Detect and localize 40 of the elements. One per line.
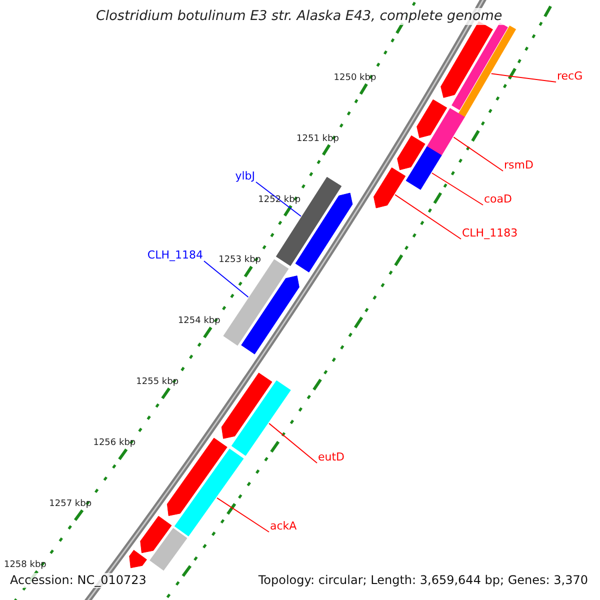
gene-label: rsmD: [504, 160, 534, 170]
gene-feature: [140, 516, 172, 554]
tick-label: 1258 kbp: [4, 560, 46, 570]
gene-feature: [416, 99, 448, 138]
gene-feature: [452, 22, 508, 110]
leader-line: [216, 497, 270, 532]
gene-feature: [129, 550, 147, 568]
gene-feature: [166, 438, 228, 516]
gene-label: ackA: [270, 520, 297, 532]
gene-label: ylbJ: [235, 170, 255, 182]
gene-feature: [221, 372, 272, 439]
gene-feature: [231, 380, 291, 456]
tick-label: 1254 kbp: [178, 317, 220, 326]
gene-label: CLH_1184: [147, 250, 203, 260]
tick-label: 1252 kbp: [258, 196, 301, 205]
tick-label: 1256 kbp: [93, 438, 136, 448]
tick-label: 1251 kbp: [296, 134, 339, 144]
gene-label: CLH_1183: [462, 228, 518, 238]
gene-feature: [426, 108, 465, 157]
gene-label: coaD: [484, 194, 512, 204]
gene-feature: [406, 146, 442, 190]
tick-label: 1250 kbp: [334, 74, 376, 83]
leader-line: [453, 136, 504, 172]
gene-feature: [397, 135, 426, 170]
leader-line: [268, 422, 318, 464]
tick-label: 1255 kbp: [136, 378, 179, 388]
leader-line: [394, 194, 462, 240]
leader-line: [204, 260, 249, 298]
leader-line: [431, 172, 484, 206]
leader-line: [490, 73, 556, 82]
gene-label: eutD: [318, 452, 345, 462]
leader-line: [256, 182, 302, 217]
gene-feature: [174, 448, 244, 536]
gene-feature: [150, 528, 188, 571]
gene-label: recG: [557, 70, 583, 82]
gene-feature: [241, 276, 300, 354]
tick-label: 1257 kbp: [49, 500, 92, 509]
gene-feature: [458, 26, 516, 118]
tick-label: 1253 kbp: [218, 256, 262, 266]
gene-feature: [373, 167, 406, 208]
